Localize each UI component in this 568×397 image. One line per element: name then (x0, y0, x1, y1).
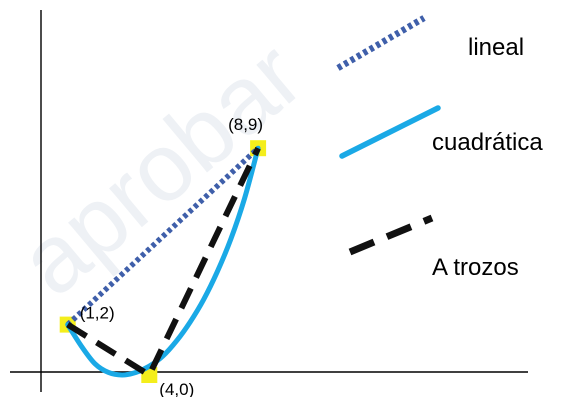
series-line-1 (65, 146, 260, 327)
plot-area: (1,2) (4,0) (8,9) (59, 115, 267, 397)
legend-sample-1 (336, 15, 426, 71)
series-line-2 (65, 145, 261, 378)
legend-sample-2 (339, 105, 441, 159)
legend-label-1: lineal (468, 34, 524, 61)
legend-sample-3 (348, 214, 434, 256)
legend-label-2: cuadrática (432, 129, 543, 156)
data-point-label-3: (8,9) (228, 115, 263, 134)
data-point-label-1: (1,2) (80, 304, 115, 323)
legend: lineal cuadrática A trozos (336, 15, 543, 281)
legend-label-3: A trozos (432, 254, 519, 281)
watermark: aprobar (0, 21, 322, 316)
data-point-label-2: (4,0) (159, 380, 194, 397)
